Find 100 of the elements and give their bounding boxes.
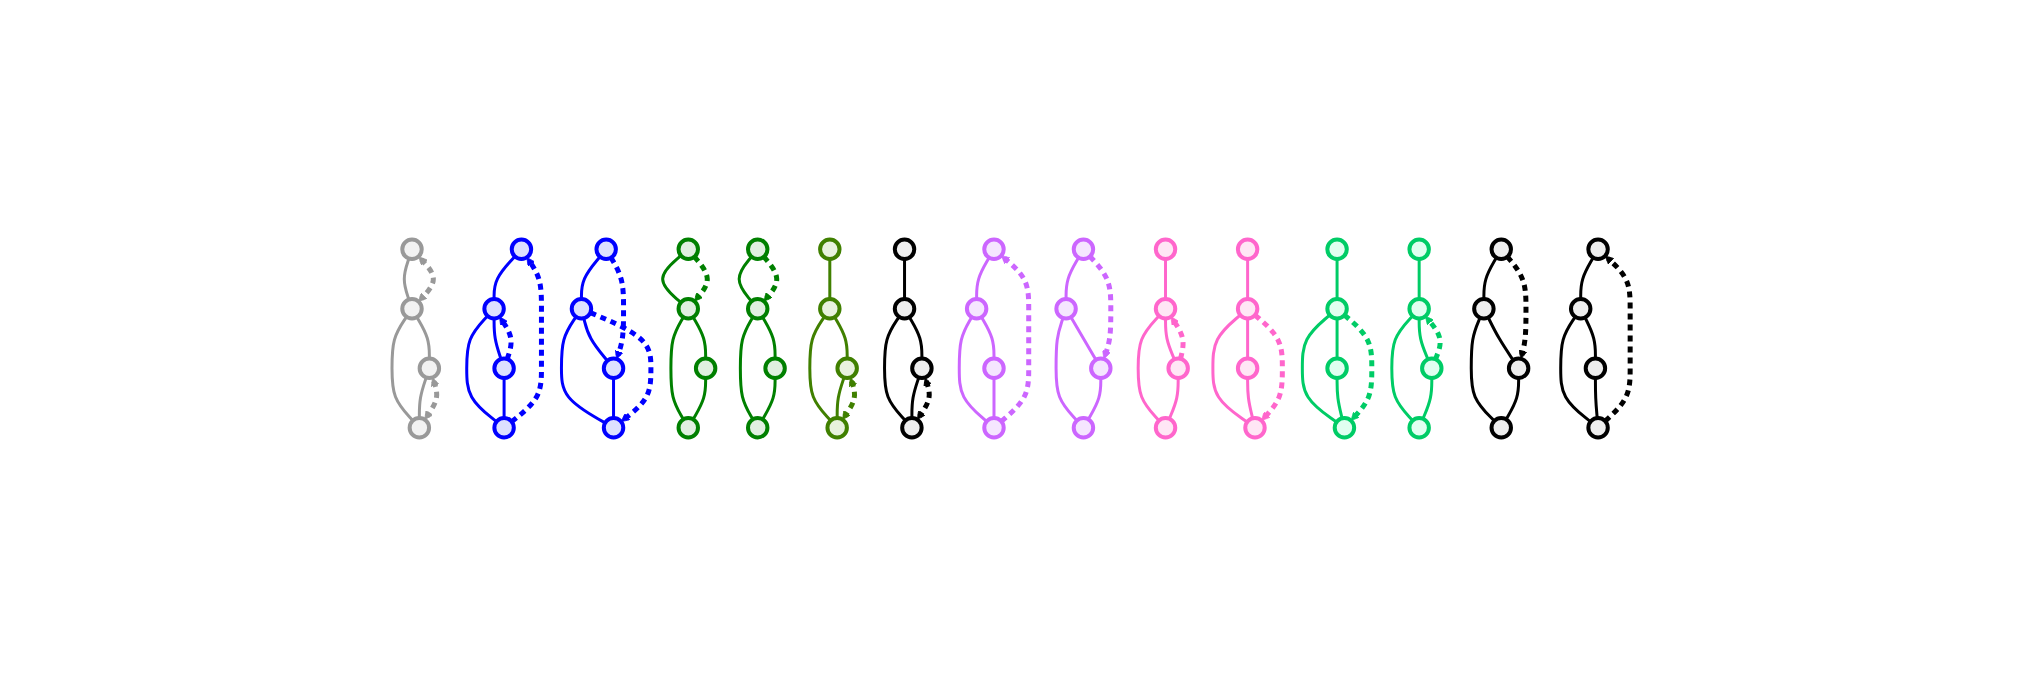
connector-line [1054,317,1078,422]
connector-line [1579,256,1595,300]
circle-node [569,297,594,321]
circle-node [892,297,917,321]
circle-node [676,297,700,321]
dashed-arrow [1505,255,1529,360]
connector-line [1086,377,1103,421]
circle-node [1235,237,1260,262]
circle-node [1089,356,1113,380]
connector-line [1504,377,1521,421]
connector-line [1167,377,1180,420]
circle-node [818,237,842,262]
connector-line [980,316,996,359]
dashed-arrow [1342,313,1375,421]
connector-line [1390,314,1414,422]
connector-line [1335,259,1339,300]
circle-node [676,237,700,262]
circle-node [1235,297,1260,321]
circle-node [693,356,718,380]
circle-node [1071,415,1096,440]
dashed-arrow [608,256,626,360]
connector-line [761,377,777,421]
connector-line [908,316,924,359]
dashed-arrow [589,310,654,422]
connector-line [975,256,991,300]
dashed-arrow [1424,315,1443,361]
circle-node [1489,237,1513,262]
dashed-arrow [1170,316,1186,360]
connector-line [1246,259,1250,300]
dashed-arrow [1603,255,1633,423]
circle-node [825,415,849,440]
circle-node [1325,297,1349,321]
circle-node [818,297,842,321]
circle-node [835,356,859,380]
connector-line [502,377,506,418]
connector-line [1482,256,1498,300]
connector-line [1335,318,1339,359]
circle-node [1153,297,1178,321]
circle-node [982,237,1006,262]
connector-line [417,376,428,418]
circle-node [1325,237,1349,262]
connector-line [1559,316,1592,423]
connector-line [835,376,846,418]
connector-line [737,255,753,303]
circle-node [1407,415,1431,440]
dashed-arrow [999,255,1032,424]
circle-node [492,415,516,440]
circle-node [763,356,787,380]
connector-line [1163,259,1167,300]
dashed-arrow [1088,254,1114,360]
connector-line [492,318,503,360]
circle-node [1325,356,1349,380]
circle-node [1568,297,1593,321]
circle-node [1235,356,1260,380]
circle-node [964,297,989,321]
circle-node [1153,237,1178,262]
dashed-arrow [418,256,436,302]
circle-node [900,415,924,440]
connector-line [1417,259,1421,300]
connector-line [957,316,988,423]
circle-node [745,297,770,321]
connector-line [1136,314,1160,422]
connector-line [465,314,498,423]
circle-node [1166,356,1190,380]
dashed-arrow [916,377,932,420]
circle-node [400,297,424,321]
circle-node [594,237,618,262]
connector-line [1421,377,1434,420]
circle-node [1243,415,1267,440]
connector-line [691,316,708,359]
circle-node [745,237,770,262]
connector-line [669,316,685,421]
circle-node [1586,237,1610,262]
dashed-arrow [1253,313,1285,421]
circle-node [982,415,1006,440]
circle-node [400,237,424,262]
connector-line [761,316,777,359]
dashed-arrow [692,255,710,302]
connector-line [808,316,832,422]
connector-line [559,316,606,425]
circle-node [1054,297,1078,321]
connector-line [833,316,849,359]
circle-node [509,237,534,262]
circle-node [1583,356,1608,380]
connector-line [882,316,907,422]
connector-line [1335,377,1344,419]
circle-node [1071,237,1096,262]
connector-line [910,376,921,418]
connector-line [992,377,996,418]
connector-line [1211,313,1248,424]
connector-line [1064,256,1080,300]
circle-node [407,415,431,440]
circle-node [892,237,917,262]
circle-node [1586,415,1610,440]
circle-node [1407,297,1431,321]
circle-node [417,356,441,380]
circle-node [1506,356,1531,380]
connector-line [1469,317,1496,422]
connector-line [1583,316,1597,359]
connector-line [691,377,708,421]
